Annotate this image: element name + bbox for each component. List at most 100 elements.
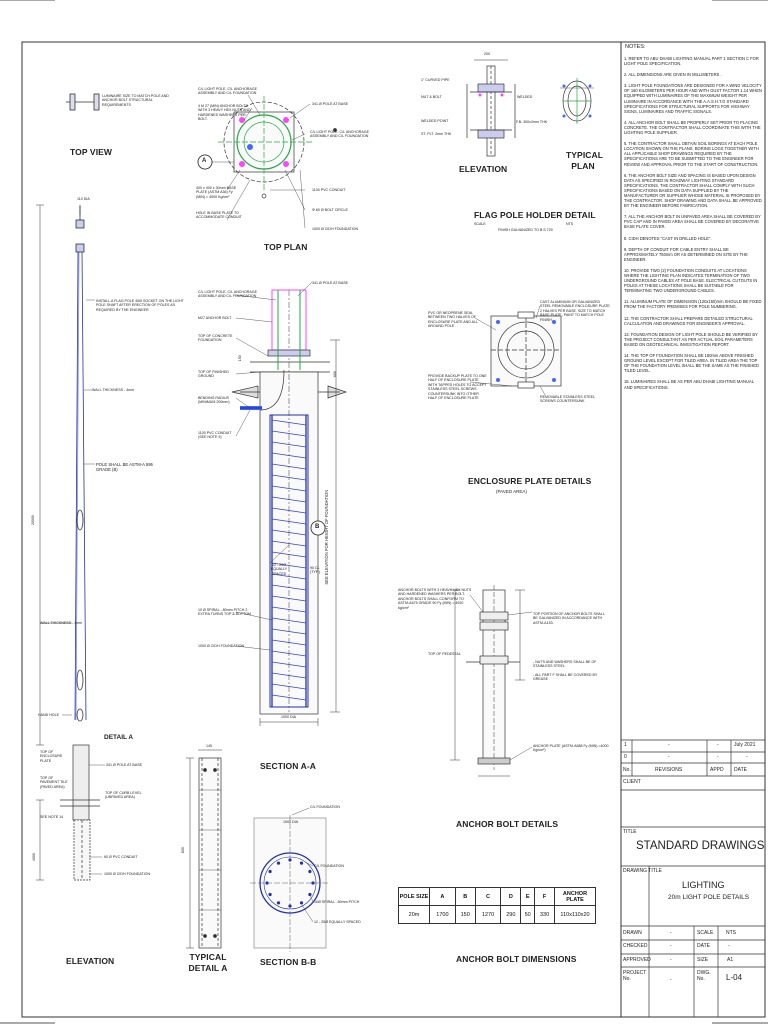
section-bb-note-4: 10Ø SPIRAL - 80mm PITCH: [314, 900, 360, 904]
rebar-bar: [311, 881, 315, 885]
note-item: 14. THE TOP OF FOUNDATION SHALL BE 150mm…: [624, 353, 759, 374]
see-note-label: SEE NOTE 14: [40, 815, 64, 819]
table-cell: 290: [500, 905, 522, 924]
rebar-bar: [299, 861, 304, 865]
flag-plate: ST. PLT. 2mm THK: [421, 132, 452, 136]
rev-header-desc: REVISIONS: [655, 767, 683, 773]
section-aa-note-2: 341 Ø POLE AT BASE: [312, 281, 349, 285]
flag-pole-note: INSTALL A FLAG POLE 40Ø SOCKET ON THE LI…: [96, 299, 184, 312]
spiral-turn: [271, 617, 307, 624]
section-aa-title: SECTION A-A: [260, 761, 317, 771]
rev-row-1-date: July 2021: [734, 742, 756, 748]
section-bb-note-5: 12 - 25Ø EQUALLY SPACED: [314, 920, 361, 924]
section-aa-note-6: BENDING RADIUS (MINIMUM 200mm): [198, 396, 230, 405]
section-bb-note-1: C/L FOUNDATION: [310, 805, 340, 809]
rebar-bar: [308, 869, 312, 874]
table-cell: 1700: [429, 905, 456, 924]
spiral-turn: [271, 606, 307, 613]
rebar-bar: [288, 904, 292, 908]
top-plan-note-g: 1100 PVC CONDUIT: [312, 188, 346, 192]
section-aa-spiral: [271, 419, 307, 701]
cidh-label: 1000 Ø CIDH FOUNDATION: [104, 872, 151, 876]
detail-a-dim-1: 145: [206, 744, 212, 748]
rebar-bar: [276, 901, 281, 905]
spiral-turn: [271, 441, 307, 448]
spiral-turn: [271, 518, 307, 525]
enclosure-plate-drawing: [490, 311, 562, 389]
spiral-turn: [271, 551, 307, 558]
note-item: 10. PROVIDE TWO (2) FOUNDATION CONDUITS …: [624, 267, 758, 294]
spiral-turn: [271, 694, 307, 701]
table-row: 20m 1700 150 1270 290 50 330 110x110x20: [398, 905, 596, 924]
enclosure-subtitle: (PAVED AREA): [496, 489, 527, 494]
spiral-turn: [271, 474, 307, 481]
rev-row-1-appd: -: [717, 742, 719, 748]
note-item: 5. THE CONTRACTOR SHALL OBTAIN SOIL BORI…: [624, 141, 759, 167]
typical-detail-a-drawing: [186, 749, 222, 949]
table-header-cell: A: [429, 887, 456, 906]
enclosure-title: ENCLOSURE PLATE DETAILS: [468, 476, 592, 486]
checked-value: -: [670, 943, 672, 949]
notes-title: NOTES:: [625, 44, 646, 50]
section-aa-note-9: 10 Ø SPIRAL - 80mm PITCH 2 EXTRA TURNS T…: [198, 608, 251, 617]
anchor-bolt-dimensions-title: ANCHOR BOLT DIMENSIONS: [456, 954, 577, 964]
drawing-set-title: STANDARD DRAWINGS: [636, 840, 765, 852]
table-header-cell: D: [500, 887, 522, 906]
note-item: 11. ALUMINUM PLATE OF DIMENSION (120x150…: [624, 299, 762, 310]
enclosure-note-4: REMOVABLE STAINLESS STEEL SCREWS COUNTER…: [540, 395, 595, 404]
drawn-value: -: [670, 930, 672, 936]
title-label: TITLE: [623, 829, 637, 835]
top-enclosure-label: TOP OF ENCLOSURE PLATE: [40, 750, 63, 763]
flag-scale-label: SCALE: [474, 222, 486, 226]
anchor-bolt-dimensions-table: POLE SIZE A B C D E F ANCHOR PLATE 20m 1…: [398, 887, 596, 924]
top-pavement-label: TOP OF PAVEMENT TILE (PAVED AREA): [40, 776, 68, 789]
typical-detail-a-title: TYPICAL DETAIL A: [188, 952, 228, 973]
anchor-bolt-drawing: [450, 585, 525, 777]
rebar-bar: [276, 861, 281, 865]
rev-row-2-date: -: [746, 754, 748, 760]
section-bb-bars: [265, 858, 315, 908]
note-item: 12. THE CONTRACTOR SHALL PREPARE DETAILE…: [624, 315, 753, 326]
note-item: 1. REFER TO ABU DHABI LIGHTING MANUAL PA…: [624, 56, 759, 67]
spiral-turn: [271, 562, 307, 569]
elevation-pole: [74, 205, 87, 722]
section-aa-note-7: 1100 PVC CONDUIT (SEE NOTE 9): [198, 431, 232, 440]
anchor-note-5: - ALL PART F SHALL BE COVERED BY GREASE: [533, 673, 598, 682]
section-bb-note-2: 1000 DIA: [283, 820, 298, 824]
enclosure-note-2: CAST ALUMINIUM OR GALVANIZED STEEL REMOV…: [540, 300, 610, 322]
anchor-note-6: ANCHOR PLATE (ASTM-A588 Fy (MIN) =4000 K…: [533, 744, 609, 753]
section-aa-note-13: 90 CL (TYP.): [310, 566, 320, 575]
date-value: -: [728, 943, 730, 949]
table-cell: 110x110x20: [554, 905, 596, 924]
detail-a-dim-2: 800: [180, 847, 185, 854]
drawing-title-label: DRAWING TITLE: [623, 868, 662, 874]
title-block-lines: [621, 739, 765, 1017]
spiral-turn: [271, 650, 307, 657]
top-plan-note-c: 341 Ø POLE AT BASE: [312, 102, 349, 106]
wall-thickness-2: WALL THICKNESS - 4mm: [40, 621, 83, 625]
rev-header-appd: APPD: [710, 767, 724, 773]
note-item: 4. ALL ANCHOR BOLT SHALL BE PROPERLY SET…: [624, 119, 761, 136]
dwg-value: L-04: [726, 973, 743, 982]
dwg-label: DWG. No.: [697, 970, 711, 982]
elevation-base: [36, 204, 100, 881]
section-aa-note-11: 1000 DIA: [281, 715, 296, 719]
top-plan-title: TOP PLAN: [264, 242, 308, 252]
table-header-cell: E: [520, 887, 536, 906]
rev-header-date: DATE: [734, 767, 747, 773]
project-label: PROJECT No.: [623, 970, 647, 982]
anchor-note-2: TOP PORTION OF ANCHOR BOLTS SHALL BE GAL…: [533, 612, 605, 625]
note-item: 6. THE ANCHOR BOLT SIZE AND SPACING IS B…: [624, 172, 762, 209]
anchor-bolt-details-title: ANCHOR BOLT DETAILS: [456, 819, 559, 829]
flag-elevation-title: ELEVATION: [459, 164, 508, 174]
spiral-turn: [271, 452, 307, 459]
table-header-cell: C: [474, 887, 502, 906]
drawn-label: DRAWN: [623, 930, 642, 936]
section-bb-drawing: [250, 815, 330, 952]
pole-base-label: 341 Ø POLE AT BASE: [106, 763, 143, 767]
drawing-title-1: LIGHTING: [682, 880, 725, 890]
note-item: 13. FOUNDATION DESIGN OF LIGHT POLE SHOU…: [624, 331, 758, 347]
dia-top: 110 DIA: [77, 197, 90, 201]
flag-scale-value: NTS: [566, 222, 574, 226]
